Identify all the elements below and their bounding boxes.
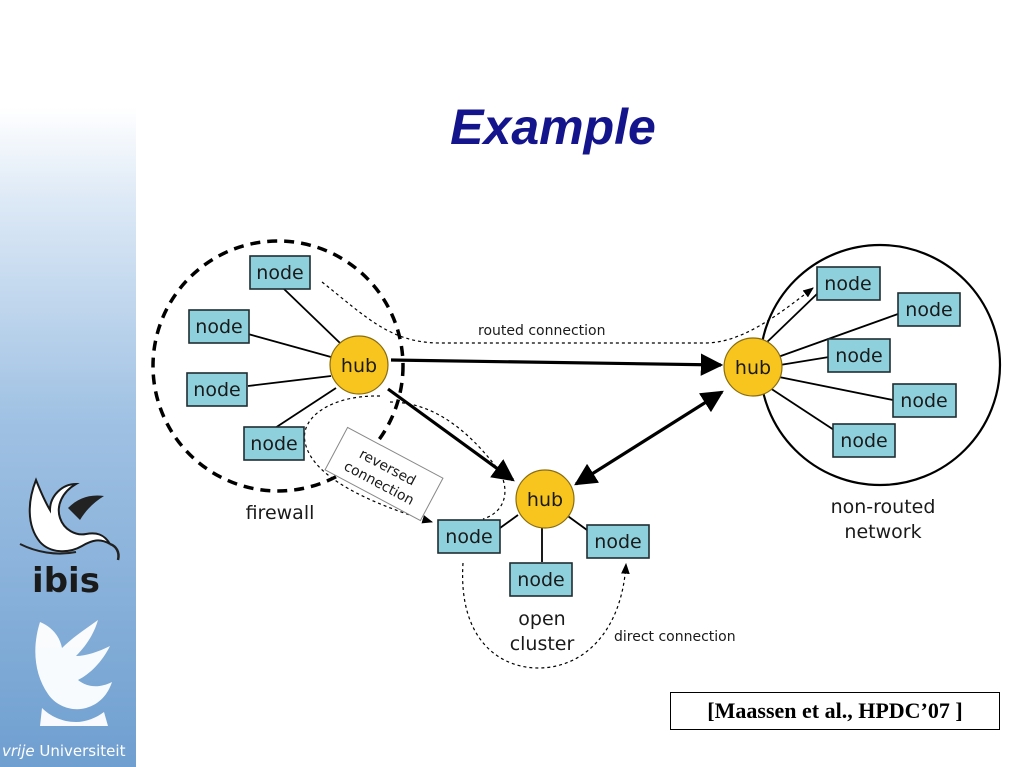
node: node <box>243 426 305 461</box>
direct-connection-path <box>462 562 630 669</box>
firewall-links <box>247 288 341 429</box>
direct-connection-label: direct connection <box>614 629 736 645</box>
svg-text:node: node <box>256 262 303 284</box>
non-routed-links <box>763 292 899 431</box>
reversed-connection-return <box>389 401 506 520</box>
non-routed-caption-line1: non-routed <box>831 496 936 518</box>
hub-label: hub <box>341 355 377 377</box>
firewall-caption: firewall <box>246 502 315 524</box>
cluster-nonrouted-arrow <box>574 390 724 486</box>
ibis-wordmark: ibis <box>32 561 100 600</box>
hub-label: hub <box>527 489 563 511</box>
svg-text:node: node <box>840 430 887 452</box>
hub-non-routed: hub <box>723 337 783 397</box>
slide-title: Example <box>450 99 656 155</box>
node: node <box>827 338 891 373</box>
svg-text:node: node <box>193 379 240 401</box>
reversed-connection-path <box>303 395 434 524</box>
node: node <box>188 309 250 344</box>
reversed-connection-label-box: reversed connection <box>324 426 444 522</box>
routed-connection-label: routed connection <box>478 323 605 339</box>
firewall-to-nonrouted-arrow <box>390 353 724 376</box>
citation-box: [Maassen et al., HPDC’07 ] <box>670 692 1000 730</box>
open-cluster-caption-line2: cluster <box>510 633 575 655</box>
svg-text:node: node <box>900 390 947 412</box>
node: node <box>816 266 881 301</box>
svg-text:node: node <box>445 526 492 548</box>
hub-firewall: hub <box>329 335 389 395</box>
ibis-bird-logo: ibis <box>19 477 120 600</box>
svg-text:node: node <box>905 299 952 321</box>
non-routed-caption-line2: network <box>844 521 921 543</box>
vu-wordmark: vrije Universiteit <box>2 742 126 760</box>
svg-text:node: node <box>517 569 564 591</box>
hub-label: hub <box>735 357 771 379</box>
sidebar-gradient <box>0 0 136 767</box>
routed-connection-path <box>321 281 814 344</box>
node: node <box>437 519 501 554</box>
node: node <box>186 372 248 407</box>
svg-text:node: node <box>835 345 882 367</box>
vu-griffin-logo <box>35 620 112 726</box>
svg-text:node: node <box>250 433 297 455</box>
open-cluster-caption-line1: open <box>518 608 565 630</box>
node: node <box>586 524 650 559</box>
firewall-to-cluster-arrow <box>387 387 515 482</box>
svg-text:node: node <box>594 531 641 553</box>
svg-text:node: node <box>195 316 242 338</box>
node: node <box>892 383 957 418</box>
firewall-boundary <box>151 239 405 493</box>
node: node <box>897 292 961 327</box>
node: node <box>249 255 311 290</box>
hub-open-cluster: hub <box>515 469 575 529</box>
node: node <box>509 562 573 597</box>
node: node <box>832 423 896 458</box>
svg-text:node: node <box>824 273 871 295</box>
